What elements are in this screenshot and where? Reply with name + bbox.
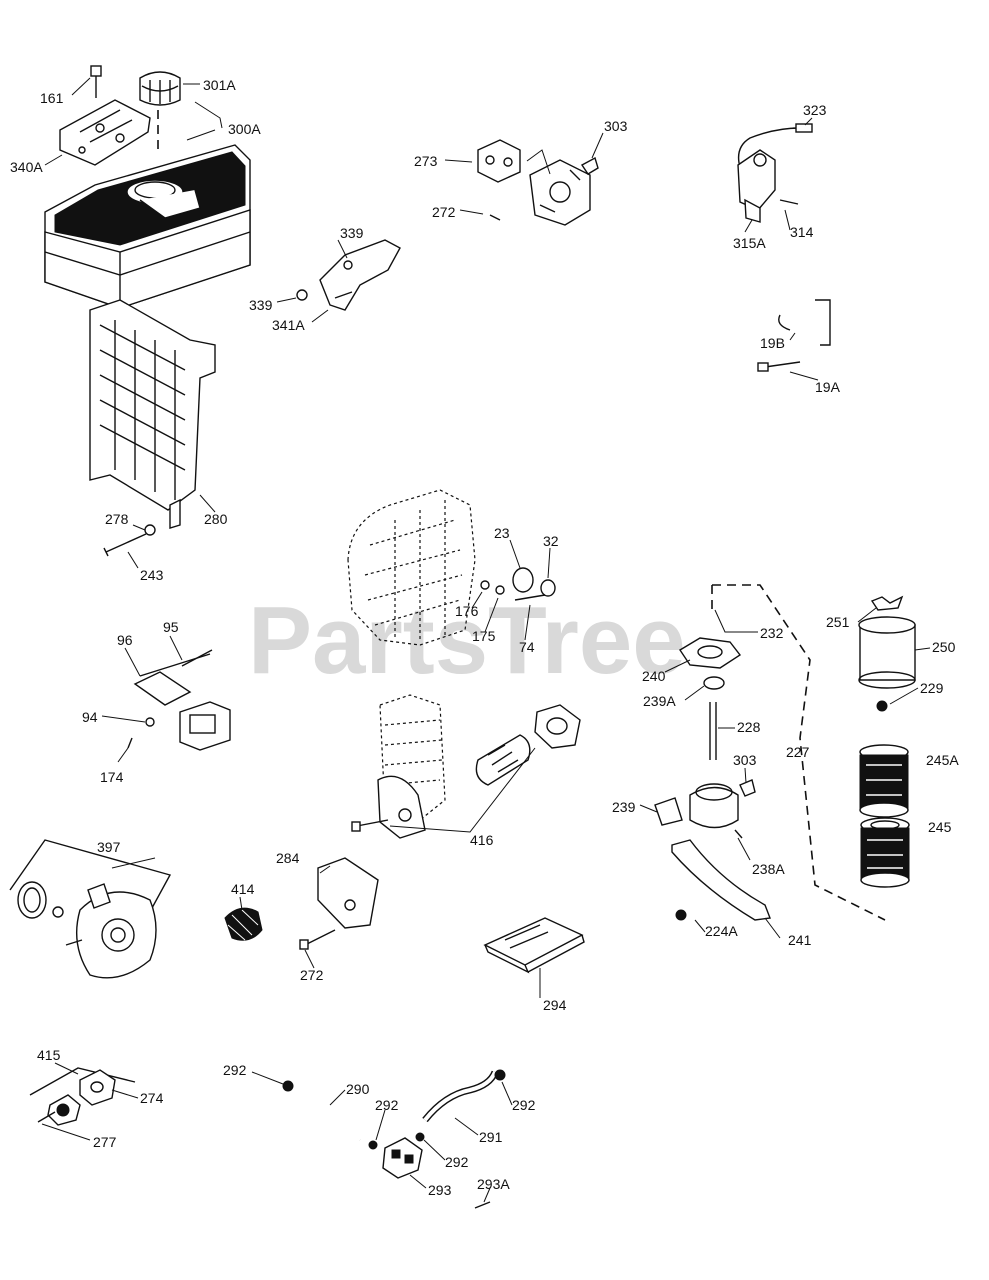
label-228[interactable]: 228 (737, 719, 761, 735)
label-291[interactable]: 291 (479, 1129, 503, 1145)
bracket-339[interactable] (296, 239, 401, 311)
label-290[interactable]: 290 (346, 1081, 370, 1097)
label-238A[interactable]: 238A (752, 861, 785, 877)
label-284[interactable]: 284 (276, 850, 300, 866)
label-176[interactable]: 176 (455, 603, 479, 619)
label-273[interactable]: 273 (414, 153, 438, 169)
label-239A[interactable]: 239A (643, 693, 676, 709)
label-293A[interactable]: 293A (477, 1176, 510, 1192)
label-303-bottom[interactable]: 303 (733, 752, 757, 768)
label-174[interactable]: 174 (100, 769, 124, 785)
label-229[interactable]: 229 (920, 680, 944, 696)
plate-284[interactable] (299, 857, 379, 950)
label-340A[interactable]: 340A (10, 159, 43, 175)
fuel-filter-group[interactable] (654, 584, 886, 921)
decal-294[interactable] (483, 917, 585, 974)
label-272-top[interactable]: 272 (432, 204, 456, 220)
label-315A[interactable]: 315A (733, 235, 766, 251)
breather-assembly[interactable] (127, 649, 231, 751)
fuel-line-290[interactable] (282, 1075, 378, 1150)
label-227[interactable]: 227 (786, 744, 810, 760)
label-300A[interactable]: 300A (228, 121, 261, 137)
label-32[interactable]: 32 (543, 533, 559, 549)
label-292-b[interactable]: 292 (375, 1097, 399, 1113)
label-277[interactable]: 277 (93, 1134, 117, 1150)
choke-link[interactable] (757, 299, 831, 372)
cylinder-head-416[interactable] (351, 694, 581, 839)
label-341A[interactable]: 341A (272, 317, 305, 333)
air-cleaner-cover[interactable] (858, 595, 916, 712)
filter-bracket-241[interactable] (671, 839, 771, 921)
label-278[interactable]: 278 (105, 511, 129, 527)
part-labels: 161 301A 300A 340A 273 272 303 323 315A … (10, 77, 959, 1198)
fuel-line-291[interactable] (415, 1069, 506, 1142)
label-240[interactable]: 240 (642, 668, 666, 684)
cover-415[interactable] (29, 1067, 136, 1126)
label-292-c[interactable]: 292 (512, 1097, 536, 1113)
label-280[interactable]: 280 (204, 511, 228, 527)
label-175[interactable]: 175 (472, 628, 496, 644)
label-274[interactable]: 274 (140, 1090, 164, 1106)
fuel-pump-293[interactable] (382, 1137, 491, 1209)
label-415[interactable]: 415 (37, 1047, 61, 1063)
label-232[interactable]: 232 (760, 625, 784, 641)
label-314[interactable]: 314 (790, 224, 814, 240)
label-96[interactable]: 96 (117, 632, 133, 648)
label-303-top[interactable]: 303 (604, 118, 628, 134)
label-292-d[interactable]: 292 (445, 1154, 469, 1170)
screw-161[interactable] (90, 65, 102, 98)
label-19B[interactable]: 19B (760, 335, 785, 351)
muffler-guard[interactable] (89, 299, 216, 529)
fuel-cap[interactable] (139, 71, 181, 106)
screen-414[interactable] (224, 907, 263, 941)
label-161[interactable]: 161 (40, 90, 64, 106)
recoil-starter[interactable] (9, 839, 172, 979)
carburetor[interactable] (477, 139, 599, 226)
label-250[interactable]: 250 (932, 639, 956, 655)
label-241[interactable]: 241 (788, 932, 812, 948)
engine-block-outline (347, 489, 476, 646)
label-339-a[interactable]: 339 (340, 225, 364, 241)
label-292-a[interactable]: 292 (223, 1062, 247, 1078)
label-301A[interactable]: 301A (203, 77, 236, 93)
label-224A[interactable]: 224A (705, 923, 738, 939)
label-245A[interactable]: 245A (926, 752, 959, 768)
label-245[interactable]: 245 (928, 819, 952, 835)
label-294[interactable]: 294 (543, 997, 567, 1013)
air-filter-245[interactable] (860, 817, 910, 888)
label-243[interactable]: 243 (140, 567, 164, 583)
throttle-control[interactable] (737, 123, 813, 223)
fuel-tank[interactable] (44, 144, 251, 309)
label-339-b[interactable]: 339 (249, 297, 273, 313)
label-323[interactable]: 323 (803, 102, 827, 118)
label-416[interactable]: 416 (470, 832, 494, 848)
air-filter-245A[interactable] (859, 744, 909, 818)
label-19A[interactable]: 19A (815, 379, 841, 395)
label-251[interactable]: 251 (826, 614, 850, 630)
label-74[interactable]: 74 (519, 639, 535, 655)
spacer-23[interactable] (480, 567, 556, 601)
label-95[interactable]: 95 (163, 619, 179, 635)
label-293[interactable]: 293 (428, 1182, 452, 1198)
tank-bracket[interactable] (59, 99, 151, 166)
label-23[interactable]: 23 (494, 525, 510, 541)
bolt-243[interactable] (103, 524, 156, 557)
label-397[interactable]: 397 (97, 839, 121, 855)
watermark: PartsTree (248, 587, 686, 694)
label-239[interactable]: 239 (612, 799, 636, 815)
leader-lines (41, 77, 931, 1203)
label-94[interactable]: 94 (82, 709, 98, 725)
label-272-bottom[interactable]: 272 (300, 967, 324, 983)
label-414[interactable]: 414 (231, 881, 255, 897)
